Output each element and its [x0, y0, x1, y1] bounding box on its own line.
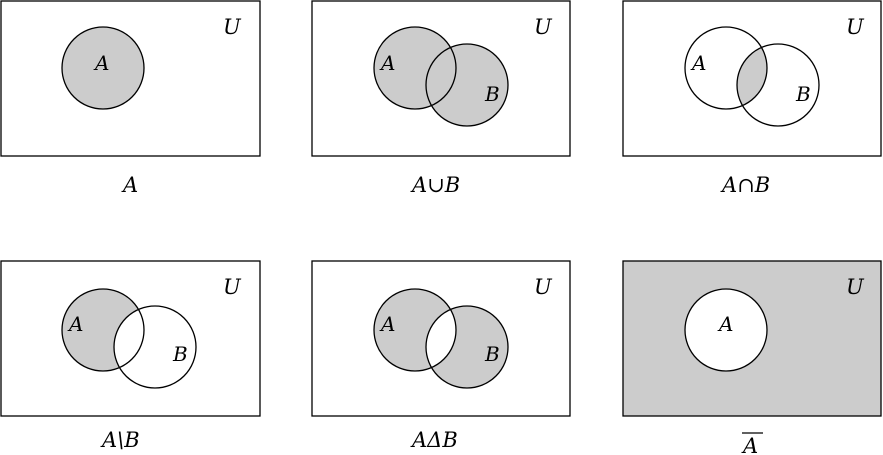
set-b-circle — [736, 43, 820, 127]
set-a-circle — [684, 26, 768, 110]
set-b-label: B — [172, 342, 188, 366]
set-b-circle — [425, 43, 509, 127]
set-b-fill — [426, 44, 508, 126]
universe-label: U — [223, 275, 242, 299]
venn-panel-intersection: U A B A∩B — [622, 0, 882, 197]
set-a-label: A — [93, 51, 109, 75]
venn-panel-complement: U A A — [622, 260, 882, 455]
set-a-circle — [684, 288, 768, 372]
set-a-circle — [373, 26, 457, 110]
caption-a: A — [121, 173, 138, 197]
venn-panel-a: U A A — [0, 0, 261, 197]
caption-intersection: A∩B — [720, 173, 770, 197]
venn-panel-union: U A B A∪B — [311, 0, 571, 197]
caption-union: A∪B — [410, 173, 460, 197]
set-a-circle — [373, 288, 457, 372]
venn-panel-difference: U A B A\B — [0, 260, 261, 452]
set-b-label: B — [484, 82, 500, 106]
universe-label: U — [846, 275, 865, 299]
set-a-circle — [61, 288, 145, 372]
set-a-circle — [61, 26, 145, 110]
set-b-circle — [425, 305, 509, 389]
set-b-label: B — [484, 342, 500, 366]
set-a-label: A — [717, 312, 733, 336]
set-b-label: B — [795, 82, 811, 106]
venn-panel-symmetric-difference: U A B AΔB — [311, 260, 571, 452]
set-b-circle — [113, 305, 197, 389]
universe-label: U — [223, 15, 242, 39]
universe-label: U — [534, 275, 553, 299]
set-b-mask — [114, 306, 196, 388]
caption-complement: A — [741, 434, 758, 455]
caption-difference: A\B — [100, 428, 140, 452]
set-a-label: A — [67, 312, 83, 336]
set-a-label: A — [690, 51, 706, 75]
set-a-label: A — [379, 312, 395, 336]
caption-symmetric-difference: AΔB — [410, 428, 458, 452]
universe-label: U — [534, 15, 553, 39]
universe-label: U — [846, 15, 865, 39]
set-a-label: A — [379, 51, 395, 75]
